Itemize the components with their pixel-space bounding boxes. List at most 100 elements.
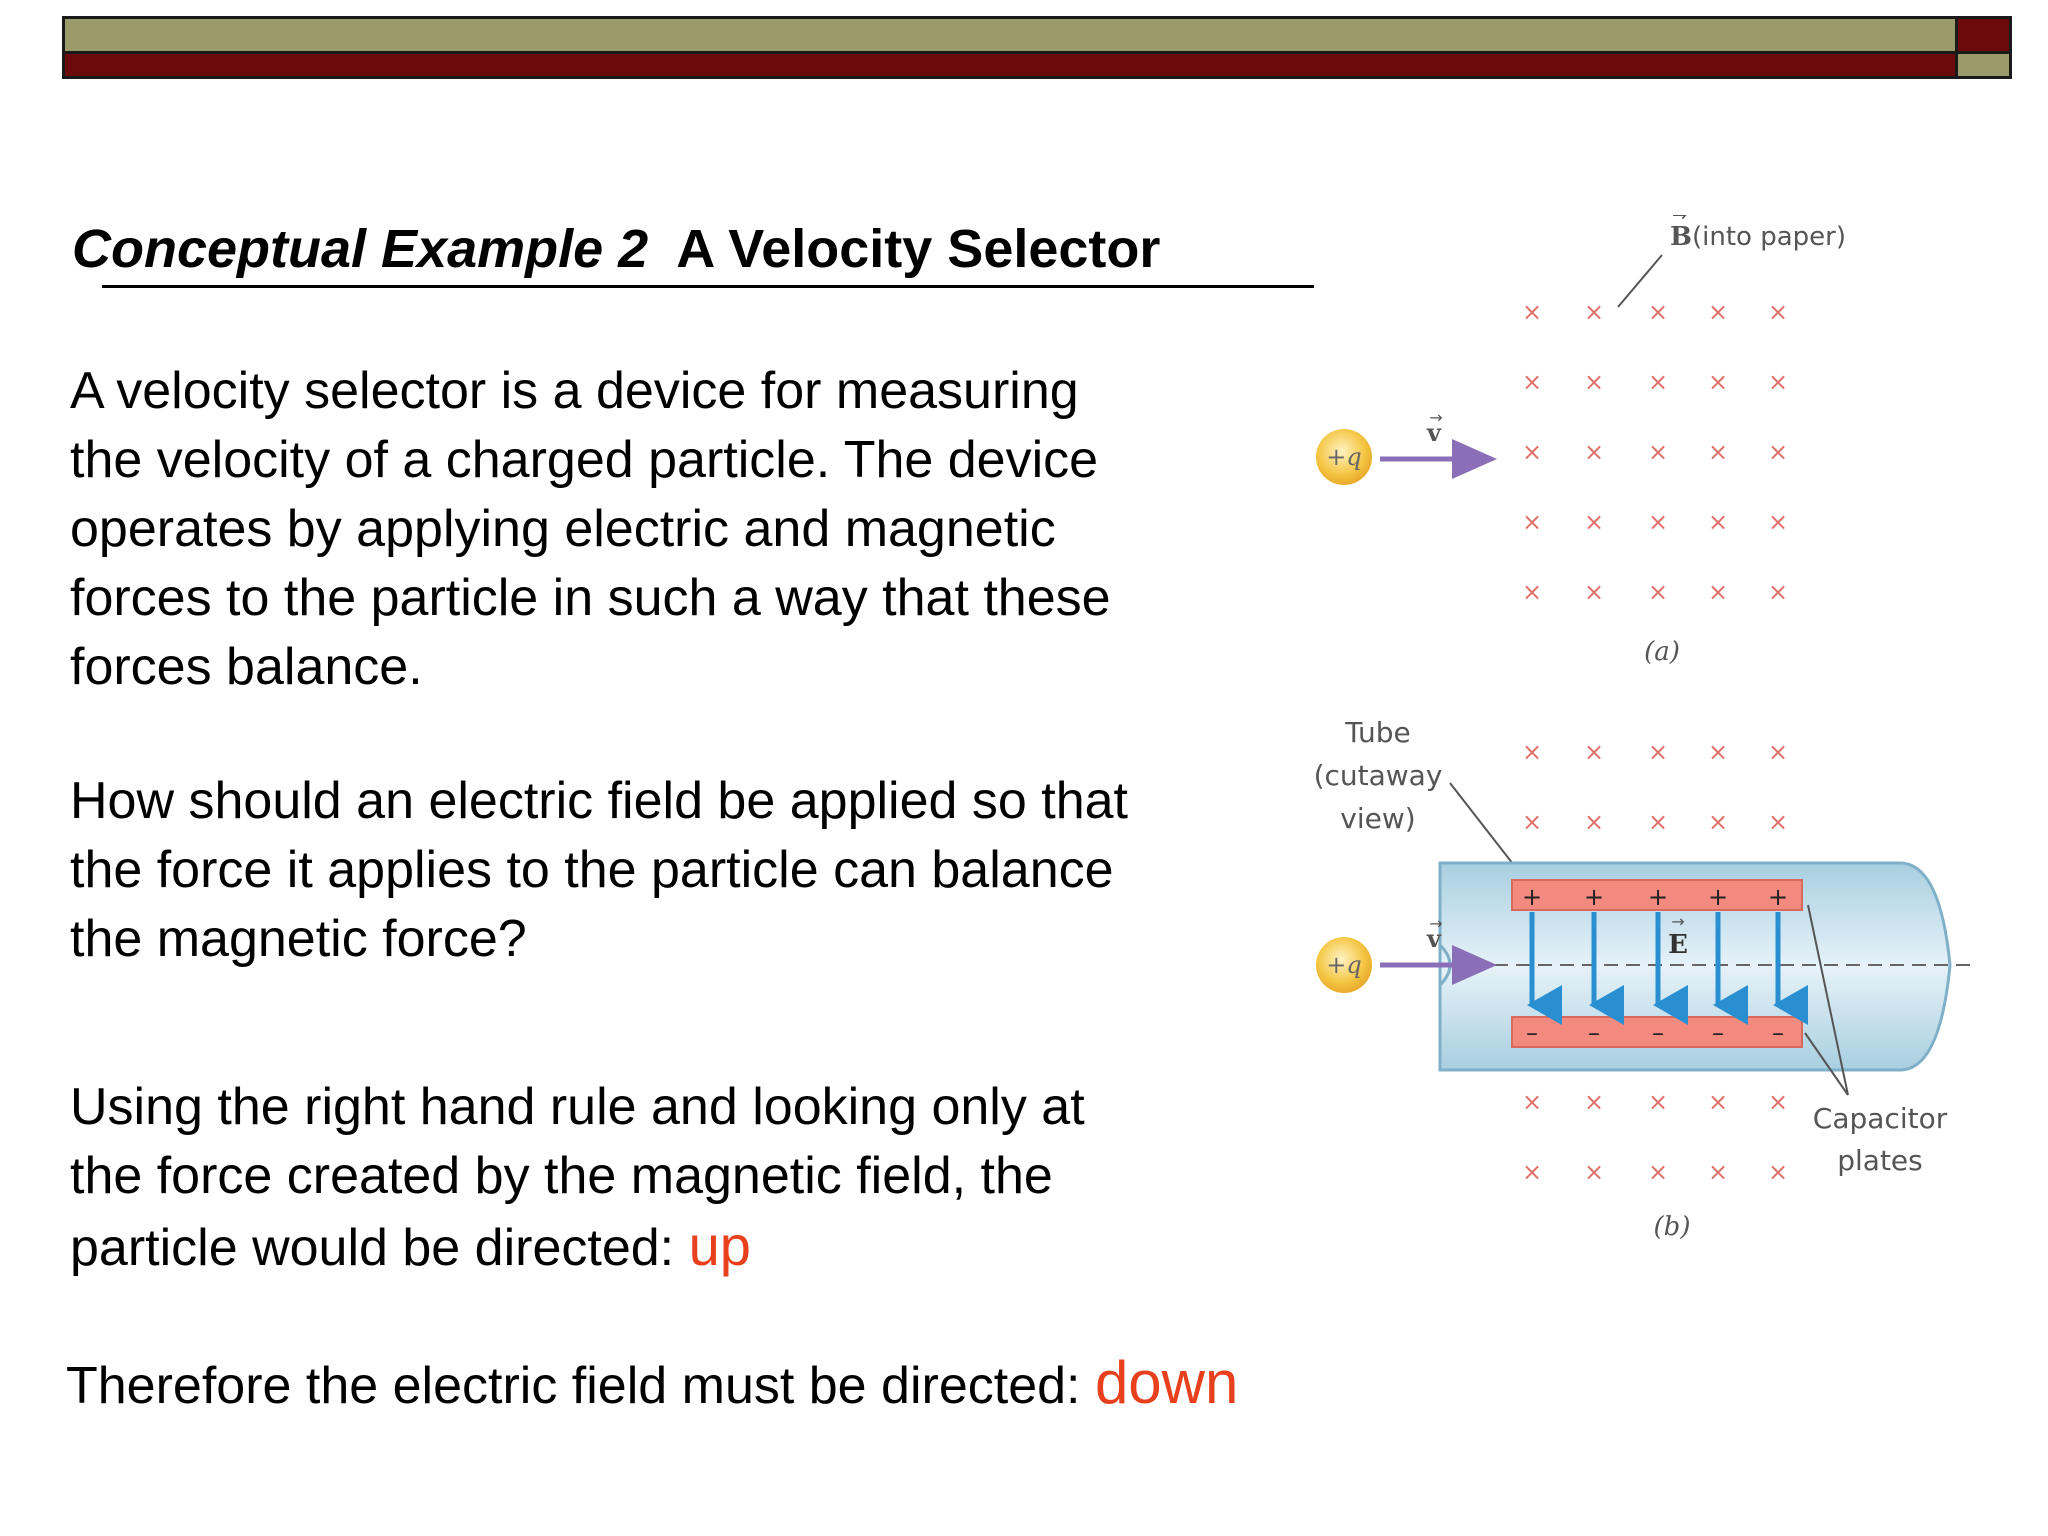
field-x-mark: × (1584, 578, 1604, 606)
text-line: the velocity of a charged particle. The … (70, 431, 1099, 489)
field-x-mark: × (1584, 508, 1604, 536)
field-x-mark: × (1708, 578, 1728, 606)
answer-electric-direction: down (1094, 1349, 1239, 1416)
title-underline (102, 285, 1314, 288)
tube-label-line: view) (1340, 802, 1415, 835)
b-field-suffix: (into paper) (1692, 222, 1846, 252)
field-x-mark: × (1708, 438, 1728, 466)
b-field-symbol: B (1670, 222, 1692, 252)
field-x-mark: × (1522, 368, 1542, 396)
slide-title: Conceptual Example 2 A Velocity Selector (72, 218, 1160, 280)
text-line: the force created by the magnetic field,… (70, 1147, 1053, 1205)
field-x-mark: × (1584, 368, 1604, 396)
field-x-mark: × (1648, 808, 1668, 836)
field-x-mark: × (1768, 1158, 1788, 1186)
charge-a-label: +q (1326, 443, 1361, 471)
charge-b (1316, 937, 1372, 993)
b-vector-arrow-mark: → (1672, 215, 1687, 226)
plate-minus-sign: – (1652, 1019, 1664, 1047)
tube-label-line: Tube (1344, 716, 1411, 749)
velocity-a-label: v (1426, 418, 1442, 447)
field-x-mark: × (1648, 298, 1668, 326)
field-x-mark: × (1708, 1088, 1728, 1116)
text-line: particle would be directed: up (70, 1211, 1085, 1283)
header-bar-olive (62, 16, 1958, 54)
text-line: Using the right hand rule and looking on… (70, 1078, 1085, 1136)
field-x-mark: × (1522, 808, 1542, 836)
paragraph-intro: A velocity selector is a device for meas… (70, 357, 1111, 702)
field-x-mark: × (1648, 578, 1668, 606)
text-line: How should an electric field be applied … (70, 772, 1128, 830)
charge-b-label: +q (1326, 951, 1361, 979)
text-line-part: particle would be directed: (70, 1219, 675, 1277)
field-x-mark: × (1584, 298, 1604, 326)
field-x-mark: × (1522, 438, 1542, 466)
field-x-mark: × (1584, 808, 1604, 836)
field-x-mark: × (1648, 438, 1668, 466)
header-bar (62, 16, 2012, 80)
text-line: operates by applying electric and magnet… (70, 500, 1056, 558)
field-x-mark: × (1648, 1158, 1668, 1186)
text-line: the magnetic force? (70, 910, 527, 968)
tube-label-line: (cutaway (1314, 759, 1443, 792)
field-x-mark: × (1768, 438, 1788, 466)
conclusion-line: Therefore the electric field must be dir… (66, 1348, 1238, 1421)
field-x-mark: × (1708, 1158, 1728, 1186)
field-x-mark: × (1708, 808, 1728, 836)
field-x-mark: × (1522, 738, 1542, 766)
title-example-number: Conceptual Example 2 (72, 219, 649, 279)
field-x-mark: × (1648, 508, 1668, 536)
field-x-mark: × (1768, 368, 1788, 396)
panel-b-field-marks: ×××××××××××××××××××× (1522, 738, 1788, 1186)
plate-plus-sign: + (1584, 883, 1604, 911)
capacitor-leader-top (1807, 904, 1849, 1096)
velocity-selector-figure: B → (into paper) × × × × × × × × × × × × × × × × × × × × × × ×… (1314, 215, 1970, 1242)
field-x-mark: × (1584, 438, 1604, 466)
panel-a-label: (a) (1644, 637, 1680, 667)
field-x-mark: × (1522, 578, 1542, 606)
capacitor-plate-top (1511, 879, 1803, 911)
field-x-mark: × (1708, 368, 1728, 396)
field-x-mark: × (1584, 738, 1604, 766)
title-topic: A Velocity Selector (676, 219, 1161, 279)
plate-plus-sign: + (1522, 883, 1542, 911)
conclusion-text: Therefore the electric field must be dir… (66, 1357, 1081, 1415)
capacitor-leader-bottom (1804, 1032, 1849, 1096)
plate-minus-sign: – (1526, 1019, 1538, 1047)
e-field-label: E (1668, 930, 1688, 960)
e-vector-mark: → (1671, 912, 1684, 931)
field-x-mark: × (1648, 368, 1668, 396)
field-x-mark: × (1648, 1088, 1668, 1116)
tube-label-leader (1449, 782, 1521, 874)
b-label-leader (1617, 254, 1663, 308)
panel-b-label: (b) (1654, 1212, 1691, 1242)
text-line: the force it applies to the particle can… (70, 841, 1114, 899)
answer-magnetic-direction: up (688, 1214, 751, 1277)
panel-a-field-marks: ××××××××××××××××××××××××× (1522, 298, 1788, 606)
plate-minus-sign: – (1588, 1019, 1600, 1047)
velocity-a-vector-mark: → (1429, 408, 1442, 427)
field-x-mark: × (1584, 1088, 1604, 1116)
plate-minus-sign: – (1772, 1019, 1784, 1047)
plate-charge-signs: +–+–+–+–+– (1522, 883, 1788, 1047)
electric-field-arrows (1527, 912, 1808, 1025)
header-bar-red (62, 51, 1958, 79)
plate-plus-sign: + (1708, 883, 1728, 911)
charge-a (1316, 429, 1372, 485)
text-line: forces to the particle in such a way tha… (70, 569, 1111, 627)
field-x-mark: × (1522, 1158, 1542, 1186)
plate-minus-sign: – (1712, 1019, 1724, 1047)
text-line: forces balance. (70, 638, 423, 696)
field-x-mark: × (1708, 298, 1728, 326)
text-line: A velocity selector is a device for meas… (70, 362, 1079, 420)
velocity-b-vector-mark: → (1429, 914, 1442, 933)
capacitor-label-line: plates (1837, 1144, 1923, 1177)
field-x-mark: × (1768, 1088, 1788, 1116)
field-x-mark: × (1522, 1088, 1542, 1116)
plate-plus-sign: + (1648, 883, 1668, 911)
velocity-b-label: v (1426, 924, 1442, 953)
field-x-mark: × (1522, 298, 1542, 326)
field-x-mark: × (1708, 508, 1728, 536)
field-x-mark: × (1768, 298, 1788, 326)
field-x-mark: × (1768, 808, 1788, 836)
